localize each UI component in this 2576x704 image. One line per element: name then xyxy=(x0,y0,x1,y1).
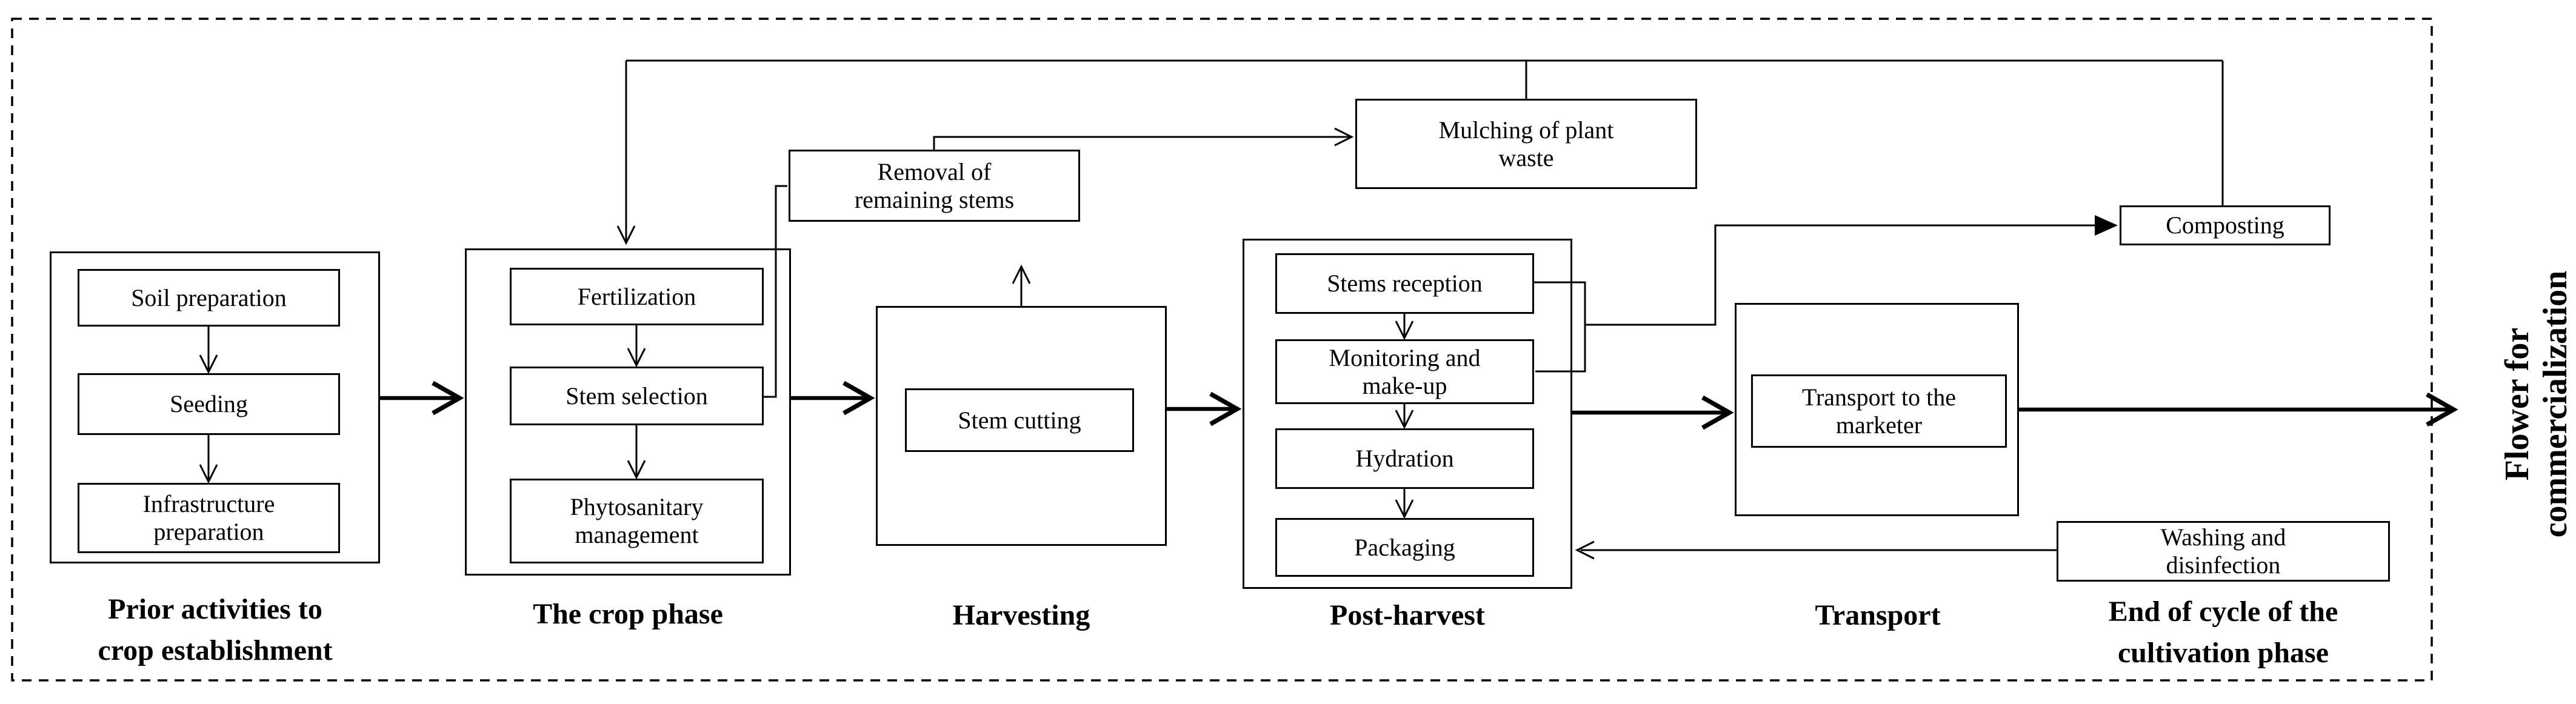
line-reception-monitoring-bracket xyxy=(1534,282,1585,371)
group-transport xyxy=(1735,303,2019,516)
line-recycle-top xyxy=(626,61,2223,205)
box-removal-remaining-stems: Removal of remaining stems xyxy=(789,150,1080,222)
box-washing-disinfection: Washing and disinfection xyxy=(2057,521,2390,582)
arrow-postharvest-to-transport xyxy=(1572,397,1729,428)
box-stem-cutting: Stem cutting xyxy=(905,388,1134,452)
box-hydration: Hydration xyxy=(1275,428,1534,489)
arrow-to-composting xyxy=(1585,215,2118,325)
group-post-harvest xyxy=(1243,239,1572,589)
box-infrastructure-preparation: Infrastructure preparation xyxy=(78,483,340,553)
box-stem-selection: Stem selection xyxy=(510,367,764,425)
group-harvesting xyxy=(876,306,1167,546)
label-transport: Transport xyxy=(1815,599,1941,631)
arrow-removal-to-mulching xyxy=(934,128,1352,150)
line-stemselection-to-removal xyxy=(764,186,787,397)
box-phytosanitary-management: Phytosanitary management xyxy=(510,479,764,563)
arrow-seeding-to-infrastructure xyxy=(200,435,217,482)
arrow-fertilization-to-stemselection xyxy=(628,325,645,365)
box-mulching-plant-waste: Mulching of plant waste xyxy=(1355,99,1697,189)
arrow-prior-to-crop xyxy=(380,383,459,413)
arrow-hydration-to-packaging xyxy=(1396,489,1413,517)
arrow-feedback-to-crop-phase xyxy=(618,61,635,243)
box-transport-to-marketer: Transport to the marketer xyxy=(1751,374,2007,448)
box-packaging: Packaging xyxy=(1275,518,1534,577)
label-end-of-cycle: End of cycle of the cultivation phase xyxy=(2108,596,2338,669)
arrow-transport-to-output xyxy=(2019,394,2454,425)
arrow-stemselection-to-phytosanitary xyxy=(628,425,645,477)
dashed-boundary xyxy=(11,18,2433,682)
label-crop-phase: The crop phase xyxy=(533,598,723,630)
arrow-washing-to-packaging xyxy=(1577,542,2057,559)
box-fertilization: Fertilization xyxy=(510,268,764,325)
arrow-harvest-to-postharvest xyxy=(1167,394,1237,424)
box-stems-reception: Stems reception xyxy=(1275,253,1534,314)
arrow-crop-to-harvest xyxy=(791,383,870,413)
box-seeding: Seeding xyxy=(78,373,340,435)
arrow-harvest-to-removal xyxy=(1013,267,1030,306)
label-harvesting: Harvesting xyxy=(952,599,1090,631)
box-monitoring-make-up: Monitoring and make-up xyxy=(1275,339,1534,404)
label-post-harvest: Post-harvest xyxy=(1330,599,1485,631)
box-soil-preparation: Soil preparation xyxy=(78,269,340,327)
group-crop-phase xyxy=(465,248,791,576)
arrow-reception-to-monitoring xyxy=(1396,314,1413,338)
label-prior-activities: Prior activities to crop establishment xyxy=(98,593,333,667)
box-composting: Composting xyxy=(2120,205,2331,245)
arrow-soil-to-seeding xyxy=(200,327,217,372)
arrow-monitoring-to-hydration xyxy=(1396,404,1413,427)
group-prior-activities xyxy=(50,251,380,563)
label-flower-for-commercialization: Flower for commercialization xyxy=(2498,270,2574,538)
